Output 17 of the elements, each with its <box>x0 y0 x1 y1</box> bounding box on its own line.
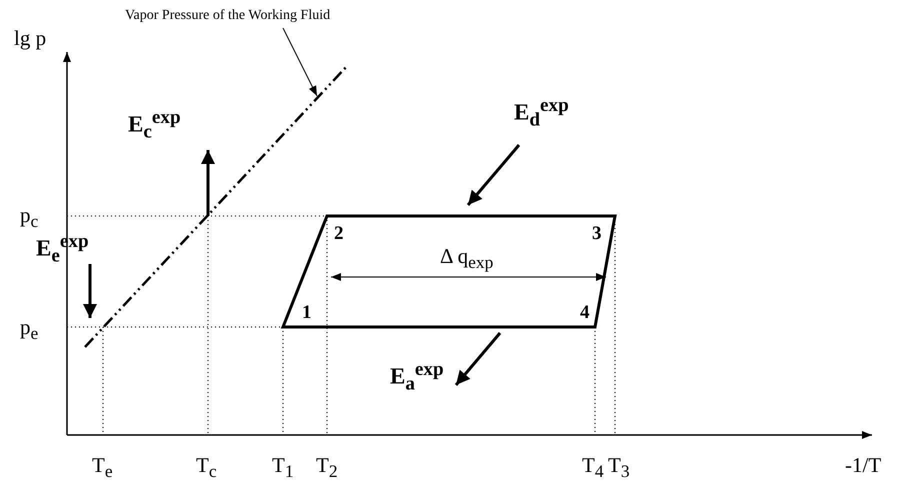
point-number: 4 <box>580 303 590 322</box>
tick-label: T$_{c}$ <box>196 455 217 481</box>
leader-line <box>282 28 318 96</box>
tick-label: p$_{c}$ <box>20 205 38 231</box>
point-number: 3 <box>592 224 602 243</box>
tick-label: T$_{3}$ <box>608 455 630 481</box>
point-number: 1 <box>302 303 312 322</box>
point-number: 2 <box>334 224 344 243</box>
tick-label: T$_{1}$ <box>272 455 294 481</box>
tick-label: p$_{e}$ <box>20 317 38 343</box>
dimension-label: Δ q$_{exp}$ <box>440 246 494 272</box>
annotation-text: Vapor Pressure of the Working Fluid <box>125 9 330 23</box>
tick-label: T$_{4}$ <box>582 455 604 481</box>
axis-label: -1/T <box>845 455 882 476</box>
tick-label: T$_{e}$ <box>92 455 113 481</box>
tick-label: T$_{2}$ <box>316 455 338 481</box>
axis-label: lg p <box>14 28 46 49</box>
